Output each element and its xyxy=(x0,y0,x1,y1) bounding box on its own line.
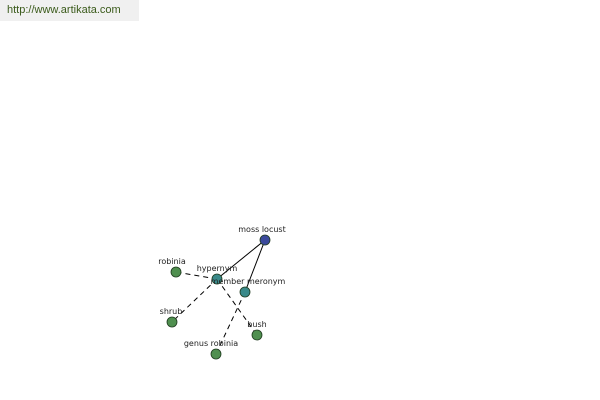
node-layer xyxy=(166,234,271,360)
node-member-meronym[interactable] xyxy=(239,286,251,298)
label-layer: moss locust hypernym member meronym robi… xyxy=(158,225,285,348)
edge-hypernym-robinia xyxy=(175,271,218,280)
label-robinia[interactable]: robinia xyxy=(158,257,186,266)
edge-moss-locust-member-meronym xyxy=(244,239,266,293)
node-robinia[interactable] xyxy=(170,266,182,278)
label-member-meronym[interactable]: member meronym xyxy=(211,277,286,286)
label-hypernym[interactable]: hypernym xyxy=(197,264,238,273)
node-hypernym[interactable] xyxy=(211,273,223,285)
edge-moss-locust-hypernym xyxy=(216,239,266,280)
label-shrub[interactable]: shrub xyxy=(160,307,183,316)
label-genus-robinia[interactable]: genus robinia xyxy=(184,339,238,348)
node-shrub[interactable] xyxy=(166,316,178,328)
label-moss-locust[interactable]: moss locust xyxy=(238,225,285,234)
edge-layer xyxy=(171,239,266,355)
node-genus-robinia[interactable] xyxy=(210,348,222,360)
label-bush[interactable]: bush xyxy=(247,320,266,329)
node-moss-locust[interactable] xyxy=(259,234,271,246)
node-bush[interactable] xyxy=(251,329,263,341)
site-url-link[interactable]: http://www.artikata.com xyxy=(0,0,139,21)
edge-hypernym-bush xyxy=(216,278,258,336)
edge-member-meronym-genus-robinia xyxy=(215,291,246,355)
edge-hypernym-shrub xyxy=(171,278,218,323)
